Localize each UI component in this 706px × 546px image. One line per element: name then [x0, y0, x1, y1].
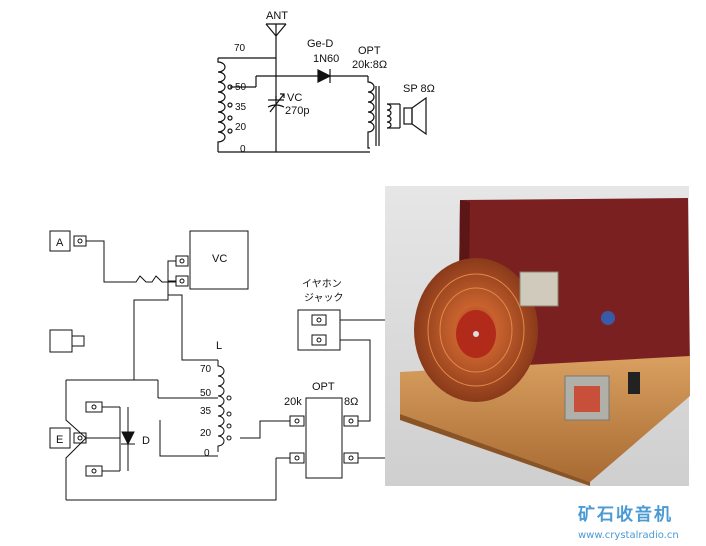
- coil-tap-label: 35: [235, 102, 247, 113]
- variable-capacitor-symbol: [267, 93, 285, 113]
- crystal-radio-photo: [385, 186, 690, 486]
- coil-tap-label: 35: [200, 406, 212, 417]
- coil-tap-label: 20: [200, 428, 212, 439]
- capacitor-name-label: VC: [287, 92, 302, 104]
- coil-symbol: [217, 58, 226, 152]
- opt-label: OPT: [312, 381, 335, 393]
- transformer-name-label: OPT: [358, 45, 381, 57]
- vc-box: [189, 230, 249, 290]
- opt-primary-label: 20k: [284, 396, 302, 408]
- earphone-jack-box: [297, 309, 341, 351]
- diode-type-label: Ge-D: [307, 38, 333, 50]
- watermark-title: 矿石收音机: [578, 504, 673, 525]
- transformer-ratio-label: 20k:8Ω: [352, 59, 387, 71]
- coil-tap-label: 0: [240, 144, 246, 155]
- opt-secondary-label: 8Ω: [344, 396, 358, 408]
- vc-label: VC: [212, 253, 227, 265]
- top-schematic-labels: ANT Ge-D 1N60 OPT 20k:8Ω SP 8Ω VC 270p 7…: [234, 10, 435, 155]
- diode-label: D: [142, 435, 150, 447]
- speaker-symbol: [399, 96, 427, 136]
- diode-part-label: 1N60: [313, 53, 339, 65]
- coil-tap-label: 50: [200, 388, 212, 399]
- coil-l-symbol: [217, 360, 225, 452]
- antenna-symbol: [265, 23, 287, 40]
- coil-label: L: [216, 340, 222, 352]
- wiring-diagram: [49, 230, 389, 501]
- coil-tap-label: 0: [204, 448, 210, 459]
- terminal-a-box: [49, 230, 71, 252]
- opt-box: [305, 397, 343, 479]
- watermark: 矿石收音机 www.crystalradio.cn: [578, 504, 679, 541]
- speaker-label: SP 8Ω: [403, 83, 435, 95]
- top-schematic: [217, 23, 427, 153]
- watermark-url: www.crystalradio.cn: [578, 530, 679, 541]
- coil-tap-label: 50: [235, 82, 247, 93]
- earphone-label-line2: ジャック: [304, 292, 344, 304]
- antenna-label: ANT: [266, 10, 288, 22]
- terminal-e-box: [49, 427, 71, 449]
- coil-tap-label: 70: [234, 43, 246, 54]
- earphone-label-line1: イヤホン: [302, 278, 342, 290]
- coil-tap-label: 70: [200, 364, 212, 375]
- terminal-a-label: A: [56, 237, 64, 249]
- coil-tap-label: 20: [235, 122, 247, 133]
- transformer-symbol: [367, 76, 400, 149]
- terminal-e-label: E: [56, 434, 63, 446]
- capacitor-value-label: 270p: [285, 105, 309, 117]
- wiring-diagram-labels: A E VC L 70 50 35 20 0 D イヤホン ジャック OPT 2…: [56, 237, 358, 459]
- diode-symbol: [317, 69, 332, 83]
